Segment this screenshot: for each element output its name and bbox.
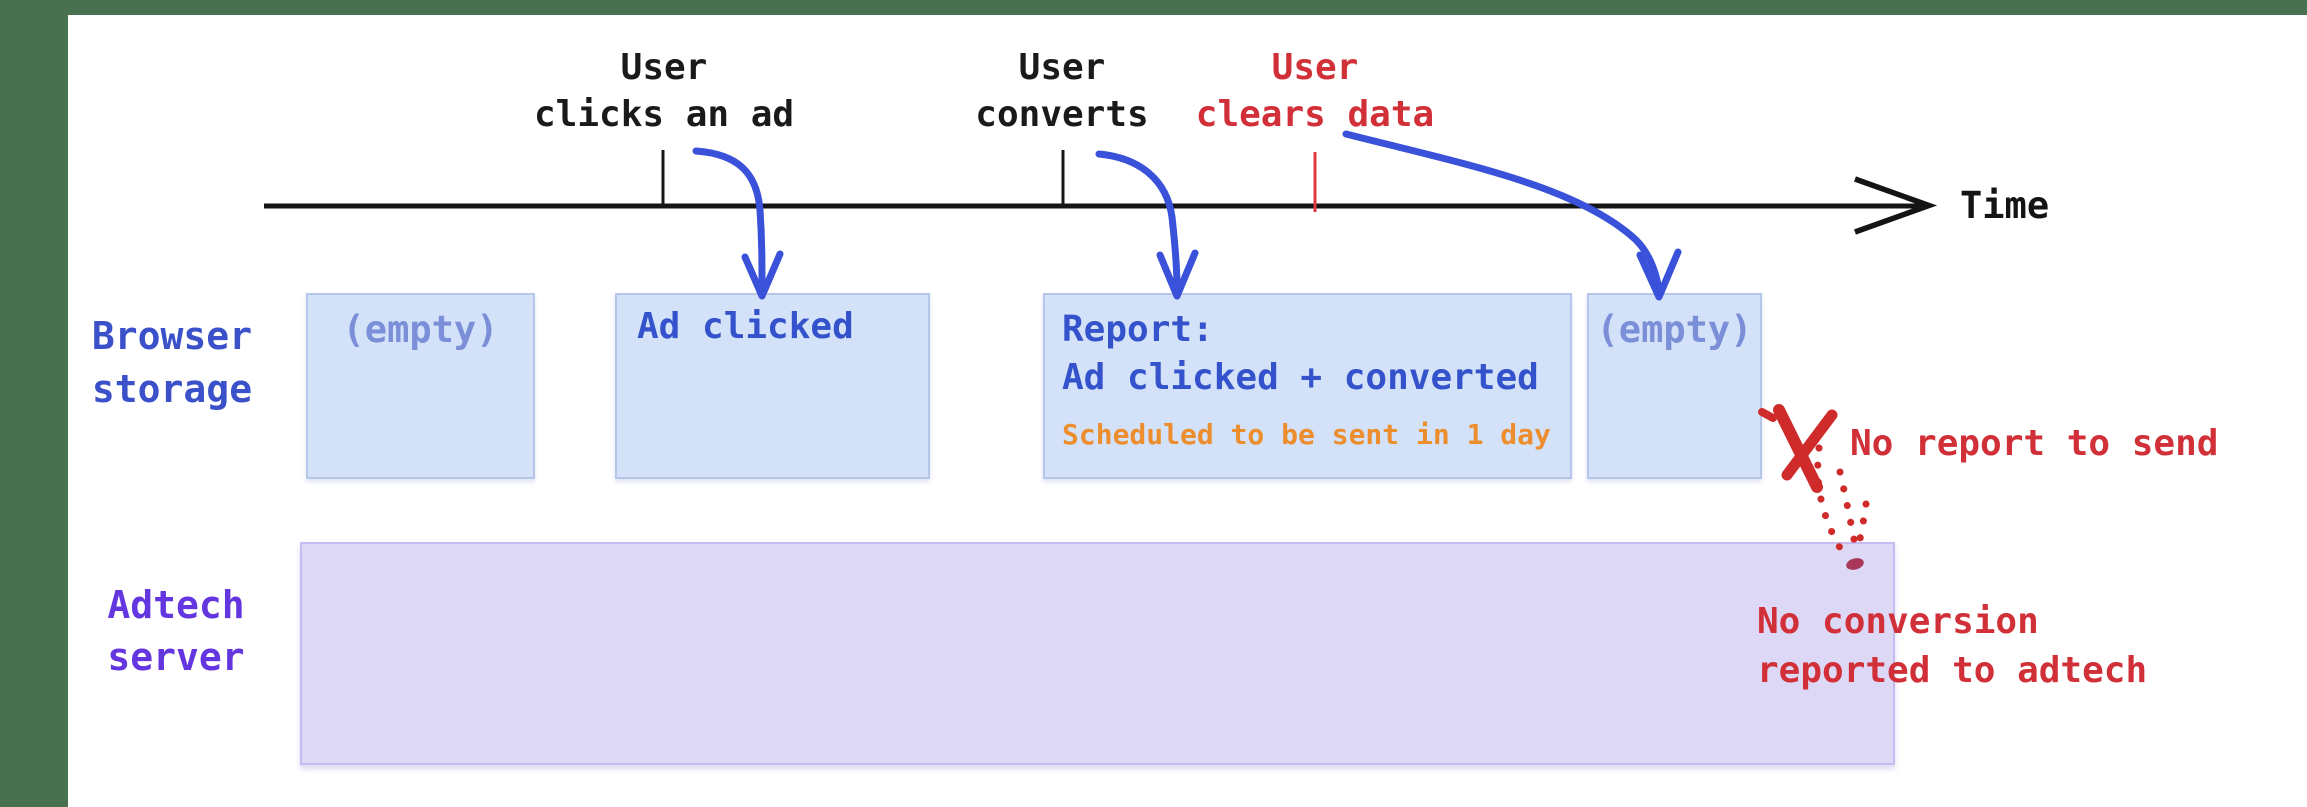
row-label-adtech-server-line1: Adtech bbox=[107, 583, 245, 627]
event-label-clears-data: User clears data bbox=[1184, 44, 1446, 138]
timeline-arrowhead-icon bbox=[1854, 176, 1938, 235]
report-line-1: Report: bbox=[1062, 309, 1214, 350]
row-label-adtech-server-line2: server bbox=[107, 635, 245, 679]
event-label-ad-click: User clicks an ad bbox=[534, 44, 794, 138]
report-line-2: Ad clicked + converted bbox=[1062, 357, 1539, 398]
adtech-server-box bbox=[300, 542, 1895, 765]
frame-left-bar bbox=[0, 0, 68, 807]
storage-box-report: Report: Ad clicked + converted Scheduled… bbox=[1043, 293, 1572, 479]
event-arrow-1-head-icon bbox=[741, 250, 784, 300]
report-schedule-note: Scheduled to be sent in 1 day bbox=[1062, 418, 1551, 451]
storage-box-empty-1-label: (empty) bbox=[342, 308, 499, 351]
dotted-trail-1 bbox=[1814, 444, 1849, 560]
event-label-ad-click-line2: clicks an ad bbox=[534, 94, 795, 135]
red-x-dash bbox=[1758, 408, 1777, 422]
storage-box-empty-2: (empty) bbox=[1587, 293, 1762, 479]
time-axis-label: Time bbox=[1960, 184, 2050, 227]
row-label-browser-storage-line1: Browser bbox=[91, 314, 253, 358]
annotation-no-conversion-line1: No conversion bbox=[1757, 601, 2039, 642]
red-x-icon bbox=[1773, 404, 1823, 493]
event-arrow-2-head-icon bbox=[1156, 249, 1199, 300]
storage-box-empty-1: (empty) bbox=[306, 293, 535, 479]
frame-top-bar bbox=[0, 0, 2307, 15]
storage-box-report-label: Report: Ad clicked + converted bbox=[1045, 295, 1570, 402]
event-label-ad-click-line1: User bbox=[620, 47, 708, 88]
storage-box-empty-2-label: (empty) bbox=[1596, 308, 1753, 351]
event-arrow-3-head-icon bbox=[1636, 248, 1682, 301]
storage-box-ad-clicked-label: Ad clicked bbox=[637, 306, 854, 347]
dotted-trail-2 bbox=[1836, 468, 1860, 554]
event-arrow-2 bbox=[1095, 150, 1181, 292]
red-x-icon-stroke2 bbox=[1781, 409, 1838, 481]
annotation-no-report: No report to send bbox=[1850, 423, 2219, 464]
row-label-adtech-server: Adtech server bbox=[56, 579, 296, 683]
annotation-no-conversion: No conversion reported to adtech bbox=[1757, 597, 2147, 695]
row-label-browser-storage-line2: storage bbox=[91, 367, 253, 411]
annotation-no-conversion-line2: reported to adtech bbox=[1757, 650, 2148, 691]
row-label-browser-storage: Browser storage bbox=[52, 310, 292, 416]
event-arrow-1 bbox=[692, 147, 766, 292]
event-label-converts: User converts bbox=[932, 44, 1192, 138]
event-label-converts-line2: converts bbox=[975, 94, 1149, 135]
event-arrow-3 bbox=[1342, 130, 1663, 294]
event-label-converts-line1: User bbox=[1018, 47, 1106, 88]
event-label-clears-data-line2: clears data bbox=[1195, 94, 1435, 135]
storage-box-ad-clicked: Ad clicked bbox=[615, 293, 930, 479]
event-label-clears-data-line1: User bbox=[1271, 47, 1359, 88]
